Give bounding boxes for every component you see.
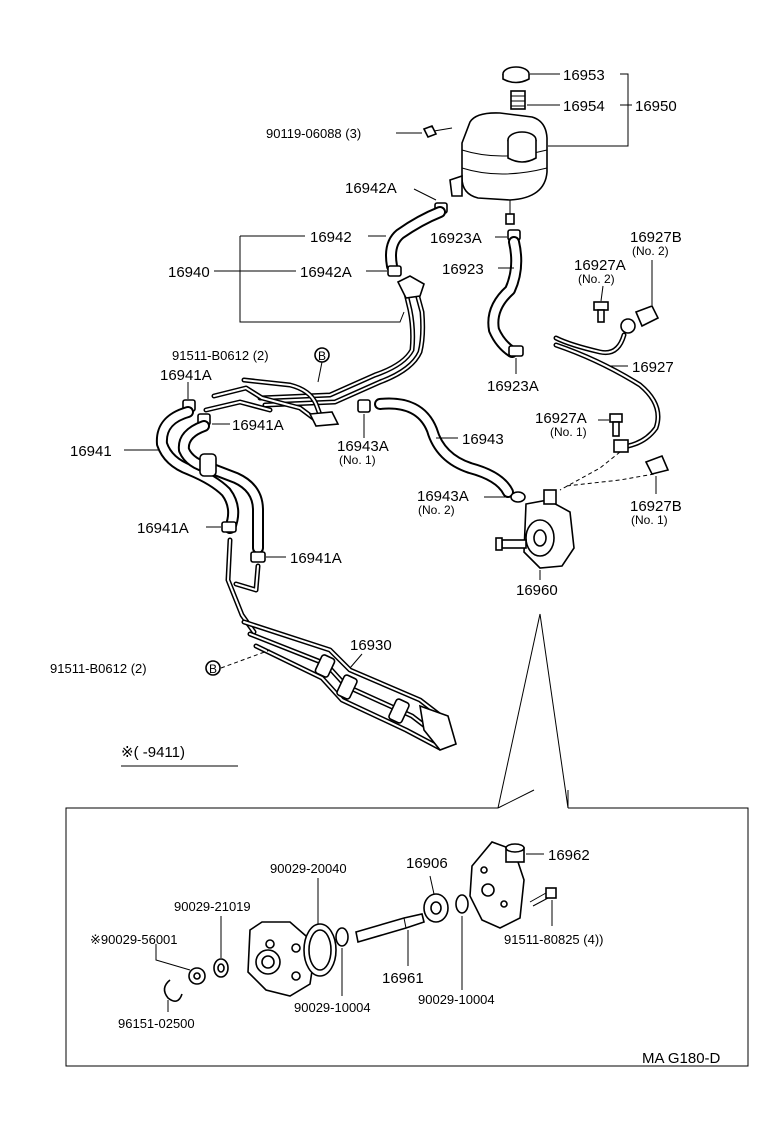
label-16927A-low-note: (No. 1): [550, 425, 587, 439]
label-91511-80825: 91511-80825 (4)): [504, 932, 604, 947]
label-90119-06088: 90119-06088 (3): [266, 126, 361, 141]
label-16923A-low: 16923A: [487, 378, 539, 395]
footer-code: MA G180-D: [642, 1050, 721, 1067]
label-16927B-top: 16927B: [630, 229, 682, 246]
label-91511-B0612-low: 91511-B0612 (2): [50, 661, 147, 676]
pump-cover-16962: [469, 841, 525, 929]
clamp-16927B-top: [634, 304, 660, 328]
label-16930: 16930: [350, 637, 392, 654]
label-16941A-3: 16941A: [137, 520, 189, 537]
label-16923A-top: 16923A: [430, 230, 482, 247]
label-90029-21019: 90029-21019: [174, 899, 251, 914]
bolt-symbol-b-low: B: [205, 660, 221, 676]
label-16927A-top-note: (No. 2): [578, 272, 615, 286]
label-90029-56001: ※90029-56001: [90, 932, 178, 947]
label-16941A-2: 16941A: [232, 417, 284, 434]
cooler-tube-upper: [203, 377, 340, 427]
pump-detail-box: [65, 789, 749, 1067]
label-16950: 16950: [635, 98, 677, 115]
hose-16942: [385, 206, 446, 272]
label-16954: 16954: [563, 98, 605, 115]
label-16927B-low: 16927B: [630, 498, 682, 515]
label-16906: 16906: [406, 855, 448, 872]
gasket-90029-20040: [303, 923, 337, 977]
label-range-note: ※( -9411): [121, 744, 185, 761]
bearing-16906: [423, 893, 449, 923]
label-16953: 16953: [563, 67, 605, 84]
shaft-16961: [355, 913, 425, 944]
label-16927A-low: 16927A: [535, 410, 587, 427]
label-16927A-top: 16927A: [574, 257, 626, 274]
power-steering-pump-16960: [495, 489, 575, 569]
clamp-16941A-4: [250, 551, 266, 563]
clamp-16943A-2: [510, 491, 526, 503]
cooler-16930: [225, 537, 457, 751]
seal-90029-21019: [213, 958, 229, 978]
bolt-16927A-low: [609, 413, 623, 437]
seal-90029-56001: [188, 967, 206, 985]
return-pipe: [257, 275, 426, 408]
clamp-16942A-low: [387, 265, 402, 277]
label-90029-10004-a: 90029-10004: [294, 1000, 371, 1015]
reservoir-filter-16954: [510, 90, 526, 110]
hose-16943: [374, 397, 514, 498]
label-16941: 16941: [70, 443, 112, 460]
label-16942: 16942: [310, 229, 352, 246]
label-16942A-low: 16942A: [300, 264, 352, 281]
svg-text:B: B: [209, 662, 217, 676]
label-16960: 16960: [516, 582, 558, 599]
svg-text:B: B: [318, 349, 326, 363]
label-16943A-2-note: (No. 2): [418, 503, 455, 517]
label-16961: 16961: [382, 970, 424, 987]
label-16943A-2: 16943A: [417, 488, 469, 505]
label-16942A-top: 16942A: [345, 180, 397, 197]
reservoir-cap-16953: [502, 66, 530, 84]
label-16927: 16927: [632, 359, 674, 376]
label-16941A-4: 16941A: [290, 550, 342, 567]
label-16927B-low-note: (No. 1): [631, 513, 668, 527]
label-16943: 16943: [462, 431, 504, 448]
clamp-16941A-3: [221, 521, 237, 533]
clamp-16923A-low: [508, 345, 524, 357]
bolt-91511-80825: [529, 887, 557, 907]
bolt-symbol-b-top: B: [314, 347, 330, 363]
oring-90029-10004-a: [335, 927, 349, 947]
label-96151-02500: 96151-02500: [118, 1016, 195, 1031]
clamp-16927B-low: [644, 454, 670, 475]
pump-body-housing: [247, 921, 315, 997]
label-16941A-1: 16941A: [160, 367, 212, 384]
reservoir-tank: [449, 112, 548, 225]
label-16962: 16962: [548, 847, 590, 864]
clamp-16943A-1: [357, 399, 371, 413]
oring-90029-10004-b: [455, 894, 469, 914]
bolt-90119: [422, 124, 453, 139]
hose-16923: [487, 236, 523, 358]
label-16940: 16940: [168, 264, 210, 281]
label-90029-20040: 90029-20040: [270, 861, 347, 876]
label-90029-10004-b: 90029-10004: [418, 992, 495, 1007]
pressure-tube-16927: [553, 318, 661, 453]
label-16943A-1: 16943A: [337, 438, 389, 455]
label-16927B-top-note: (No. 2): [632, 244, 669, 258]
snap-ring-96151: [163, 979, 183, 1002]
label-16923: 16923: [442, 261, 484, 278]
label-91511-B0612-top: 91511-B0612 (2): [172, 348, 269, 363]
bolt-16927A-top: [593, 301, 609, 323]
hose-16941: [155, 406, 264, 554]
label-16943A-1-note: (No. 1): [339, 453, 376, 467]
